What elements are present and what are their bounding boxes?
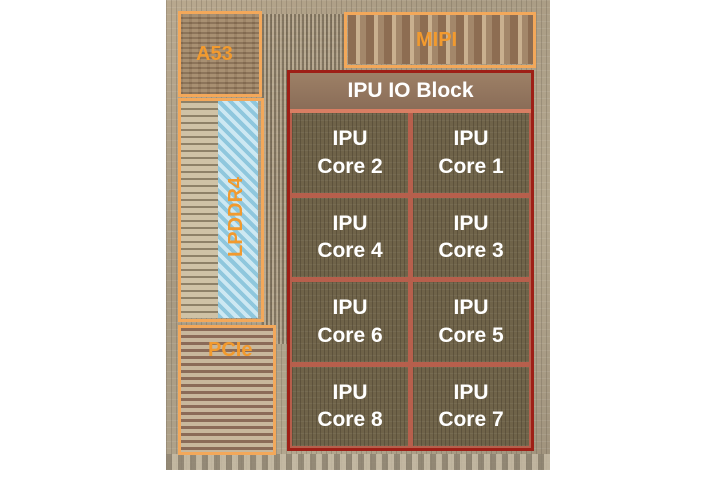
core-label-line2: Core 5 (438, 323, 504, 347)
lpddr4-die-region (218, 100, 258, 318)
core-label-line1: IPU (332, 296, 368, 320)
core-label-line2: Core 4 (317, 239, 383, 263)
pcie-block (178, 325, 276, 455)
ipu-core-7: IPU Core 7 (413, 366, 529, 446)
ipu-core-8: IPU Core 8 (292, 366, 408, 446)
a53-die-region (180, 12, 260, 94)
a53-block (178, 11, 262, 97)
pcie-label: PCIe (208, 339, 253, 361)
ipu-core-4: IPU Core 4 (292, 197, 408, 277)
core-label-line1: IPU (453, 296, 489, 320)
core-label-line1: IPU (453, 127, 489, 151)
ipu-core-5: IPU Core 5 (413, 282, 529, 362)
mipi-die-region (348, 14, 536, 64)
pcie-die-region (180, 326, 276, 454)
a53-label: A53 (196, 43, 233, 65)
core-label-line2: Core 2 (317, 154, 383, 178)
ipu-core-1: IPU Core 1 (413, 113, 529, 193)
ipu-io-block-label: IPU IO Block (347, 79, 474, 102)
core-label-line1: IPU (332, 380, 368, 404)
core-label-line1: IPU (332, 211, 368, 235)
ipu-core-3: IPU Core 3 (413, 197, 529, 277)
ipu-area: IPU IO Block IPU Core 2 IPU Core 1 IPU C… (287, 70, 534, 451)
ipu-core-2: IPU Core 2 (292, 113, 408, 193)
lpddr4-label: LPDDR4 (225, 176, 247, 257)
lpddr4-phy-region (180, 100, 218, 318)
core-label-line2: Core 3 (438, 239, 504, 263)
core-label-line1: IPU (332, 127, 368, 151)
mipi-label: MIPI (416, 29, 458, 51)
core-label-line2: Core 1 (438, 154, 504, 178)
core-label-line2: Core 8 (317, 408, 383, 432)
core-label-line2: Core 6 (317, 323, 383, 347)
die-pad-ring (166, 454, 550, 470)
core-label-line1: IPU (453, 380, 489, 404)
core-label-line2: Core 7 (438, 408, 504, 432)
core-label-line1: IPU (453, 211, 489, 235)
ipu-io-block: IPU IO Block (290, 73, 531, 113)
mipi-block (344, 12, 536, 68)
ipu-core-grid: IPU Core 2 IPU Core 1 IPU Core 4 IPU Cor… (292, 113, 529, 446)
lpddr4-block (178, 98, 264, 322)
ipu-core-6: IPU Core 6 (292, 282, 408, 362)
